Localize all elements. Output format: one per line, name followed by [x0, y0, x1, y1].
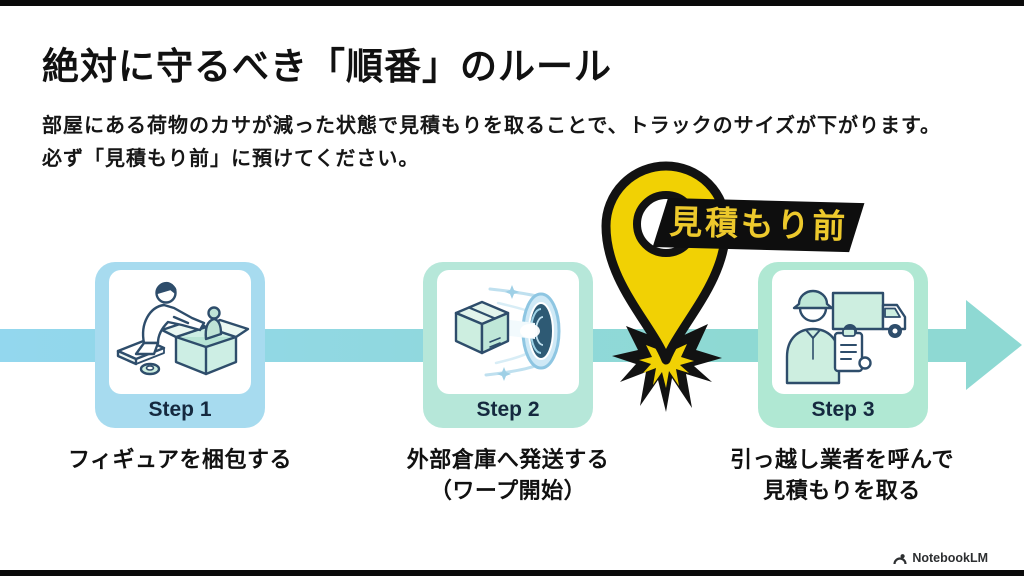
step3-caption: 引っ越し業者を呼んで 見積もりを取る	[730, 447, 954, 503]
marker-label: 見積もり前	[652, 198, 865, 253]
body-line-1: 部屋にある荷物のカサが減った状態で見積もりを取ることで、トラックのサイズが下がり…	[42, 115, 941, 137]
mover-estimate-icon	[785, 289, 907, 385]
page-title: 絶対に守るべき「順番」のルール	[42, 46, 612, 87]
packing-figure-icon	[116, 281, 250, 376]
notebooklm-brand: NotebookLM	[893, 550, 988, 566]
body-text: 部屋にある荷物のカサが減った状態で見積もりを取ることで、トラックのサイズが下がり…	[42, 110, 992, 176]
step1-card-inner	[109, 270, 251, 394]
letterbox-bar-top	[0, 0, 1024, 6]
brand-text: NotebookLM	[912, 551, 988, 565]
warp-shipping-icon	[454, 285, 561, 381]
step1-caption: フィギュアを梱包する	[67, 447, 293, 472]
step2-card-inner	[437, 270, 579, 394]
step1-label: Step 1	[148, 398, 212, 421]
step2-card: Step 2	[423, 262, 593, 428]
notebooklm-logo-icon	[893, 553, 907, 564]
step2-caption: 外部倉庫へ発送する （ワープ開始）	[406, 447, 610, 503]
step1-card: Step 1	[95, 262, 265, 428]
step3-label: Step 3	[811, 398, 875, 421]
body-line-2: 必ず「見積もり前」に預けてください。	[42, 148, 420, 170]
letterbox-bar-bottom	[0, 570, 1024, 576]
step3-card-inner	[772, 270, 914, 394]
step3-card: Step 3	[758, 262, 928, 428]
step2-label: Step 2	[476, 398, 540, 421]
timeline-arrow-head-icon	[966, 300, 1022, 390]
